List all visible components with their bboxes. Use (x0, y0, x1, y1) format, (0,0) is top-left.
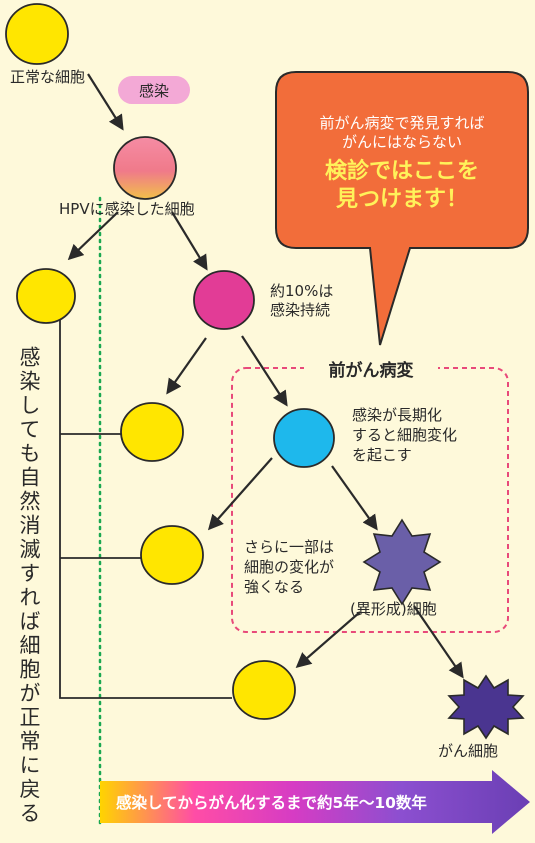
arrow-infected-to-normal (67, 211, 119, 261)
precancer-dashed-box (231, 367, 509, 633)
callout-line-2: がんにはならない (341, 133, 462, 151)
callout-bubble (275, 71, 529, 346)
arrow-persist-to-changed (241, 335, 288, 407)
changed-cell (273, 408, 335, 468)
further-label-2: 細胞の変化が (244, 558, 335, 576)
cancer-cell-label: がん細胞 (438, 742, 499, 760)
persist-label-1: 約10%は (270, 282, 334, 300)
normal-cell-label: 正常な細胞 (10, 68, 86, 86)
callout-line-1: 前がん病変で発見すれば (319, 114, 485, 132)
normal-cell-top (5, 3, 69, 65)
arrow-changed-to-normal (207, 457, 273, 531)
normal-cell-2 (120, 402, 184, 462)
callout-line-3: 検診ではここを (324, 159, 479, 184)
timeline-label: 感染してからがん化するまで約5年〜10数年 (116, 794, 427, 812)
callout-line-4: 見つけます！ (335, 187, 468, 212)
natural-disappear-text: 感染しても自然消滅すれば細胞が正常に戻る (17, 346, 41, 826)
normal-cell-3 (140, 525, 204, 585)
dysplasia-label: (異形成)細胞 (350, 600, 437, 618)
cancer-cell (447, 674, 525, 740)
dysplasia-cell (362, 518, 442, 606)
arrow-dysplasia-to-cancer (413, 605, 464, 679)
hpv-cell-label: HPVに感染した細胞 (59, 200, 195, 218)
normal-cell-4 (232, 660, 296, 720)
arrow-persist-to-normal (166, 337, 207, 395)
further-label-1: さらに一部は (244, 538, 335, 556)
long-term-label-1: 感染が長期化 (352, 406, 443, 424)
arrow-normal-to-infected (87, 73, 124, 131)
precancer-box-title: 前がん病変 (304, 355, 438, 381)
infection-pill: 感染 (118, 76, 190, 104)
return-bracket (46, 317, 232, 699)
arrow-changed-to-dysplasia (331, 465, 378, 531)
arrow-dysplasia-to-normal (295, 611, 361, 669)
persist-label-2: 感染持続 (270, 301, 331, 319)
hpv-infected-cell (113, 136, 177, 200)
long-term-label-3: を起こす (352, 446, 412, 464)
timeline-arrow (100, 770, 530, 834)
long-term-label-2: すると細胞変化 (352, 426, 458, 444)
normal-cell-left (16, 268, 76, 324)
persist-cell (193, 270, 255, 330)
arrow-infected-to-persist (171, 211, 208, 271)
further-label-3: 強くなる (244, 578, 305, 596)
